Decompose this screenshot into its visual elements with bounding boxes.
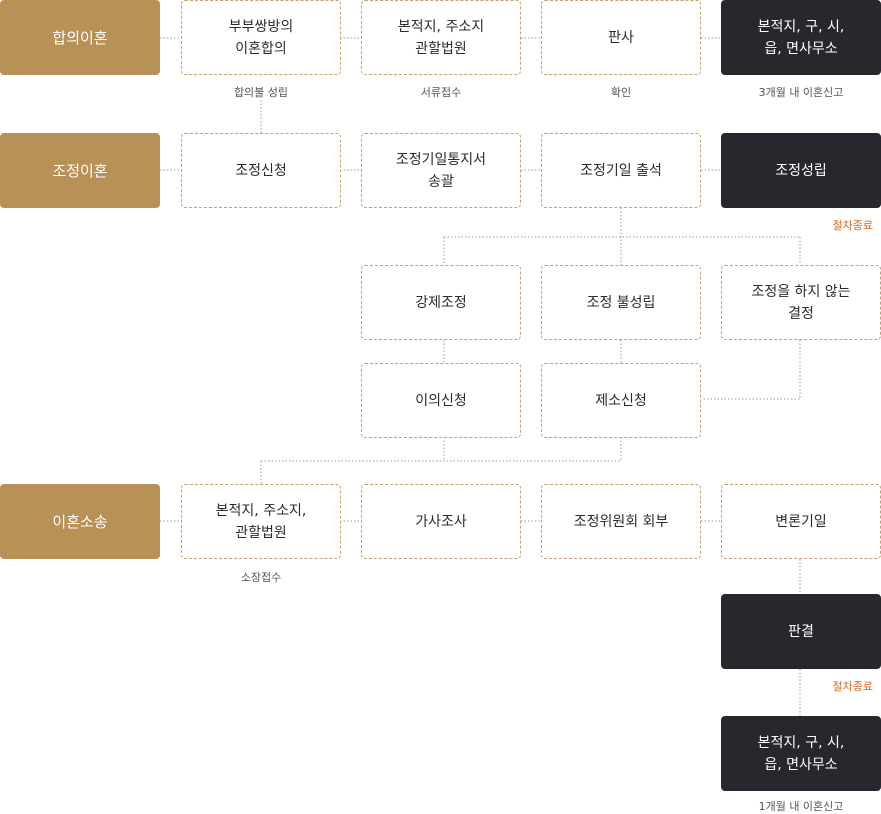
mediation-forced: 강제조정 — [361, 265, 521, 340]
mediation-step-attendance: 조정기일 출석 — [541, 133, 701, 208]
mediation-step-application: 조정신청 — [181, 133, 341, 208]
connector — [701, 340, 801, 400]
litigation-step-family-investigation: 가사조사 — [361, 484, 521, 559]
consent-step2-caption: 서류접수 — [420, 86, 462, 99]
mediation-not-conducted: 조정을 하지 않는 결정 — [721, 265, 881, 340]
litigation-step1-caption: 소장접수 — [240, 571, 282, 584]
mediation-objection: 이의신청 — [361, 363, 521, 438]
litigation-end-caption: 절차종료 — [832, 680, 873, 693]
litigation-step-court: 본적지, 주소지, 관할법원 — [181, 484, 341, 559]
mediation-step-notice: 조정기일통지서 송괄 — [361, 133, 521, 208]
mediation-end-caption: 절차종료 — [832, 219, 873, 232]
mediation-failed: 조정 불성립 — [541, 265, 701, 340]
litigation-divorce-head: 이혼소송 — [0, 484, 160, 559]
litigation-step-hearing: 변론기일 — [721, 484, 881, 559]
mediation-step-settled: 조정성립 — [721, 133, 881, 208]
consent-step-court: 본적지, 주소지 관할법원 — [361, 0, 521, 75]
litigation-final-caption: 1개월 내 이혼신고 — [758, 800, 844, 813]
litigation-registry-office: 본적지, 구, 시, 읍, 면사무소 — [721, 716, 881, 791]
consent-step-mutual-agreement: 부부쌍방의 이혼합의 — [181, 0, 341, 75]
consent-step1-caption: 합의불 성립 — [233, 86, 289, 99]
consent-step-judge: 판사 — [541, 0, 701, 75]
mediation-divorce-head: 조정이혼 — [0, 133, 160, 208]
litigation-judgment: 판결 — [721, 594, 881, 669]
consent-divorce-head: 합의이혼 — [0, 0, 160, 75]
consent-step-registry-office: 본적지, 구, 시, 읍, 면사무소 — [721, 0, 881, 75]
litigation-step-committee: 조정위원회 회부 — [541, 484, 701, 559]
consent-step3-caption: 확인 — [610, 86, 632, 99]
mediation-lawsuit-filing: 제소신청 — [541, 363, 701, 438]
consent-step4-caption: 3개월 내 이혼신고 — [758, 86, 844, 99]
